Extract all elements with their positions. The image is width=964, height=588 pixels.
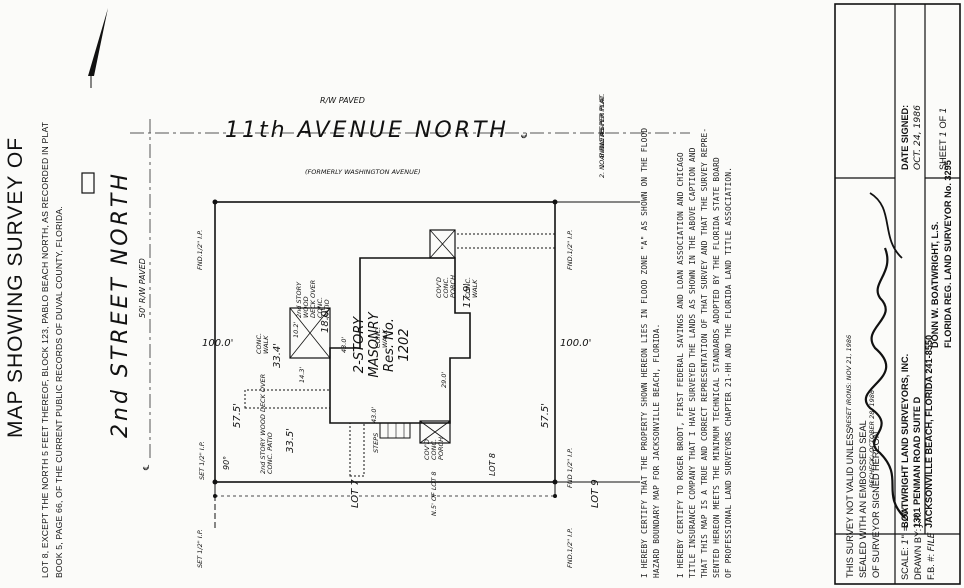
monument-se-fnd-2: FND.1/2" I.P. (566, 527, 574, 568)
house-dim-south: 33.5' (285, 427, 296, 453)
second-street-label: 2nd STREET NORTH (108, 171, 133, 438)
survey-cert-line-5: OF PROFESSIONAL LAND SURVEYORS CHAPTER 2… (724, 166, 733, 578)
company-address: 1301 PENMAN ROAD SUITE D (912, 396, 922, 528)
steps-dim: 14.3' (298, 366, 306, 383)
sheet-number: 1 (938, 131, 949, 137)
company-name: BOATWRIGHT LAND SURVEYORS, INC. (900, 353, 910, 528)
steps (379, 422, 411, 439)
deck-south-label: 2nd STORY WOOD DECK OVER CONC. PATIO (259, 373, 274, 474)
surveyor-name: DONN W. BOATWRIGHT, L.S. (930, 221, 940, 348)
survey-cert-line-3: THAT THIS MAP IS A TRUE AND CORRECT REPR… (700, 127, 709, 578)
seal-note-line-2: SEALED WITH AN EMBOSSED SEAL (858, 420, 868, 578)
eleventh-avenue-former-name: (FORMERLY WASHINGTON AVENUE) (305, 168, 421, 176)
north-boundary-dim: 100.0' (202, 338, 234, 349)
lot-7-label: LOT 7 (350, 479, 361, 508)
monument-sw-set-2: SET 1/2" I.P. (196, 529, 204, 568)
date-signed-label: DATE SIGNED: (900, 104, 910, 170)
eleventh-avenue-label: 11th AVENUE NORTH (225, 118, 509, 143)
drawn-by-label: DRAWN BY: (913, 528, 923, 580)
house-dim-inner-3: 43.0' (370, 406, 378, 423)
monument-sw-set: SET 1/2" I.P. (198, 441, 206, 480)
deck-north (289, 307, 331, 359)
steps-label: STEPS (372, 432, 380, 453)
revision-reset-irons: RESET IRONS: NOV 21, 1986 (845, 334, 853, 428)
walk-west-label: CONC. WALK (255, 332, 270, 354)
lot-9-label: LOT 9 (590, 479, 601, 508)
scale-label: SCALE: (900, 547, 910, 580)
field-book-value: FILE (926, 532, 937, 552)
eleventh-avenue-row: R/W PAVED (320, 96, 365, 105)
sheet-label: SHEET (938, 139, 948, 170)
sheet-total: 1 (938, 107, 949, 114)
lot-boundary (214, 201, 556, 483)
north-5-ft-label: N.5' OF LOT 8 (430, 471, 438, 516)
corner-angle: 90° (222, 455, 231, 470)
survey-cert-line-4: SENTED HEREON MEETS THE MINIMUM TECHNICA… (712, 157, 721, 578)
north-arrow-icon (88, 8, 108, 76)
house-line-4: 1202 (397, 328, 412, 362)
house-line-1: 2-STORY (352, 316, 367, 374)
porch-east-label: COV'D CONC. PORCH (435, 275, 457, 298)
second-street-row: 50' R/W PAVED (138, 258, 147, 318)
date-signed-value: OCT. 24, 1986 (912, 105, 923, 170)
west-boundary-dim: 57.5' (232, 402, 243, 428)
house-dim-inner-4: 10.2' (292, 321, 300, 338)
south-boundary-dim: 100.0' (560, 338, 592, 349)
centerline-symbol-right: ℄ (520, 132, 529, 138)
east-boundary-dim: 57.5' (540, 402, 551, 428)
walk-south (349, 422, 365, 477)
title-block-frame (834, 3, 961, 585)
sheet-of: OF (938, 115, 948, 129)
seal-note-line-1: THIS SURVEY NOT VALID UNLESS (845, 427, 855, 578)
centerline-symbol-left: ℄ (142, 464, 151, 470)
deck-north-label: 2nd STORY WOOD DECK OVER CONC. PATIO (295, 279, 331, 318)
walk-east-label: CONC. WALK (374, 326, 389, 348)
monument-ne: FND.1/2" I.P. (566, 229, 574, 270)
survey-cert-line-1: I HEREBY CERTIFY TO ROGER BRODT, FIRST F… (676, 152, 685, 578)
survey-cert-line-2: TITLE INSURANCE COMPANY THAT I HAVE SURV… (688, 147, 697, 578)
porch-south (419, 420, 451, 444)
flood-cert-line-2: HAZARD BOUNDARY MAP FOR JACKSONVILLE BEA… (652, 323, 661, 579)
monument-nw: FND.1/2" I.P. (196, 229, 204, 270)
surveyor-signature (864, 247, 906, 519)
note-2: 2. NO B.R.L. AS PER PLAT. (598, 94, 606, 178)
surveyor-registration: FLORIDA REG. LAND SURVEYOR No. 3295 (943, 160, 953, 348)
field-book-label: F.B. #: (926, 553, 936, 580)
seal-note-line-3: OF SURVEYOR SIGNED HEREON (871, 431, 881, 578)
house-dim-inner-1: 29.0' (440, 371, 448, 388)
walk-north-label: CONC. WALK (464, 276, 479, 298)
monument-se-fnd: FND 1/2" I.P. (566, 447, 574, 488)
lot-8-label: LOT 8 (488, 452, 497, 476)
walk-east (454, 233, 556, 249)
walk-west (244, 389, 331, 409)
house-dim-inner-2: 43.0' (340, 336, 348, 353)
flood-cert-line-1: I HEREBY CERTIFY THAT THE PROPERTY SHOWN… (640, 127, 649, 578)
company-city-phone: JACKSONVILLE BEACH, FLORIDA 241-8550 (924, 334, 934, 528)
house-outline (329, 257, 471, 424)
porch-south-label: COV'D CONC. PORCH (423, 437, 445, 460)
north-arrow-box (81, 172, 95, 194)
